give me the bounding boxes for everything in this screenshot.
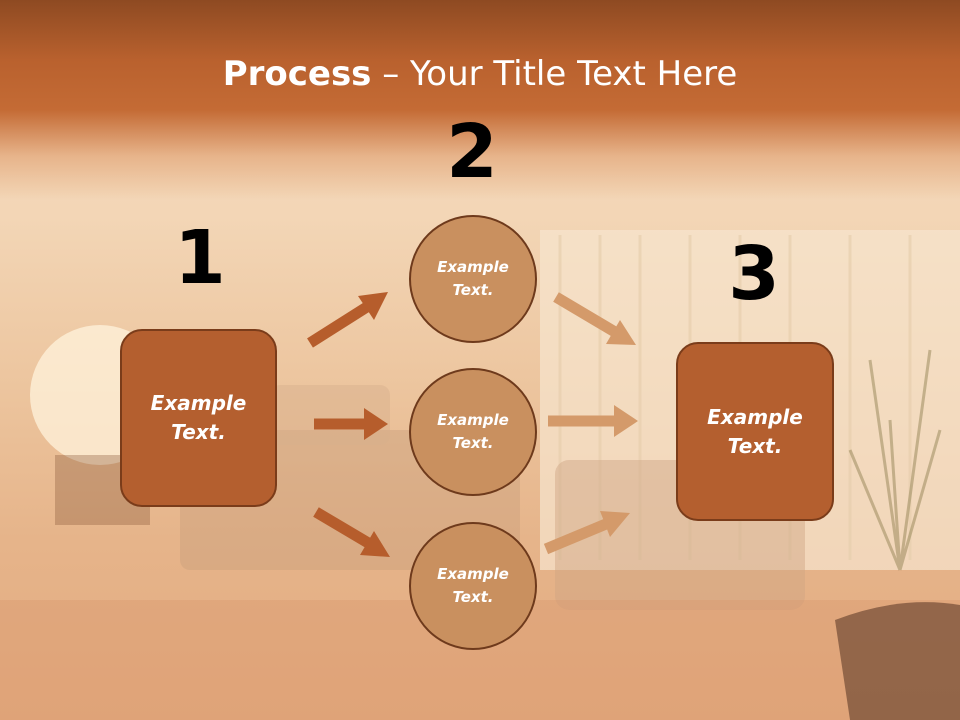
slide-title: Process – Your Title Text Here [0,52,960,96]
step-number-3: 3 [728,231,780,317]
arrow-from-circle-middle [548,405,638,437]
circle-middle-line1: Example [437,411,509,429]
arrow-to-circle-top [307,292,388,348]
step-1-label-line1: Example [150,391,247,415]
title-bold: Process [222,54,372,94]
step-number-2: 2 [446,109,498,195]
step-3-label-line1: Example [707,404,803,429]
circle-bottom-line2: Text. [452,588,494,606]
step-1-label-line2: Text. [171,420,226,444]
circle-top-line1: Example [437,258,509,276]
arrow-from-circle-bottom [543,511,630,555]
step-number-1: 1 [174,215,226,301]
step-2-circle-middle: Example Text. [409,368,537,496]
arrow-to-circle-middle [314,408,388,440]
step-1-box: Example Text. [120,329,277,507]
title-bar [0,0,960,200]
step-2-circle-bottom: Example Text. [409,522,537,650]
step-3-box: Example Text. [676,342,834,521]
title-rest: – Your Title Text Here [371,54,738,94]
circle-middle-line2: Text. [452,434,494,452]
circle-top-line2: Text. [452,281,494,299]
arrow-to-circle-bottom [313,507,390,557]
step-2-circle-top: Example Text. [409,215,537,343]
step-3-label-line2: Text. [727,433,783,458]
circle-bottom-line1: Example [437,565,509,583]
arrow-from-circle-top [553,292,636,345]
